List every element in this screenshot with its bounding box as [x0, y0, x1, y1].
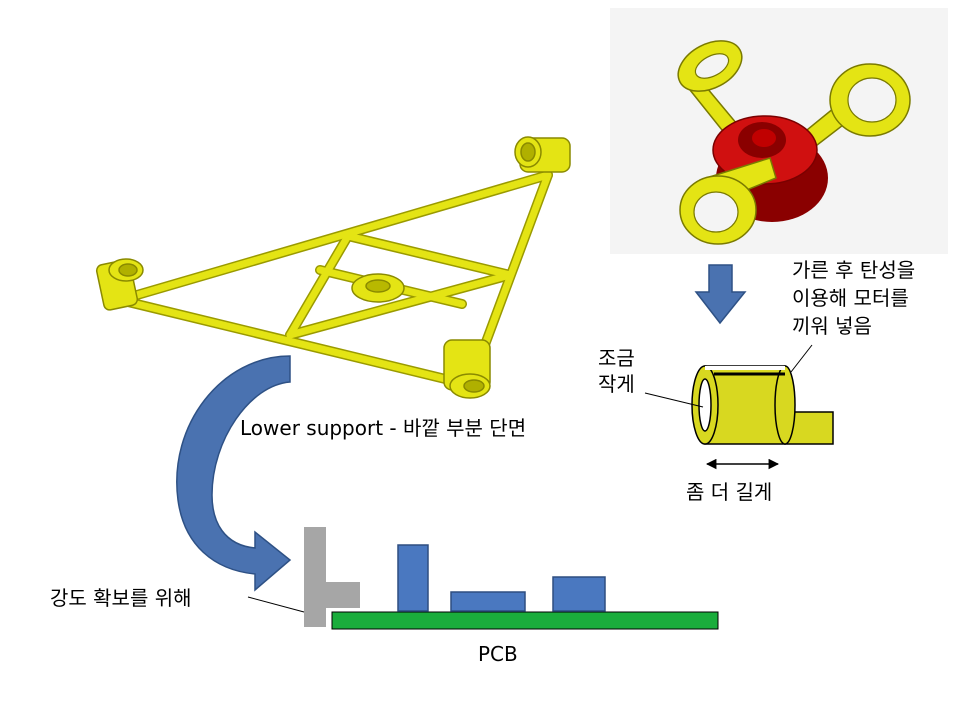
component-medium: [552, 576, 606, 612]
pcb-board: [331, 611, 719, 630]
component-flat: [450, 591, 526, 612]
curved-arrow-icon: [176, 355, 292, 592]
leader-install-note: [790, 344, 813, 373]
component-tall: [397, 544, 429, 612]
longer-label: 좀 더 길게: [686, 480, 773, 504]
down-arrow-icon: [694, 264, 747, 325]
install-note-line1: 가른 후 탄성을: [792, 258, 916, 282]
t-support: [304, 527, 360, 627]
lower-support-frame: [95, 136, 571, 399]
install-note-line3: 끼워 넣음: [792, 314, 872, 338]
pcb-label: PCB: [478, 642, 518, 666]
slightly-smaller-label-line2: 작게: [598, 372, 635, 396]
pcb-cross-section: [304, 527, 719, 630]
lower-support-label: Lower support - 바깥 부분 단면: [240, 416, 527, 440]
strength-label: 강도 확보를 위해: [50, 586, 192, 610]
motor-holder-render: [677, 40, 911, 245]
motor-sleeve-diagram: [691, 365, 834, 445]
install-note-line2: 이용해 모터를: [792, 286, 909, 310]
leader-slightly-smaller: [644, 392, 704, 408]
leader-strength: [247, 596, 305, 613]
slightly-smaller-label-line1: 조금: [598, 346, 635, 370]
